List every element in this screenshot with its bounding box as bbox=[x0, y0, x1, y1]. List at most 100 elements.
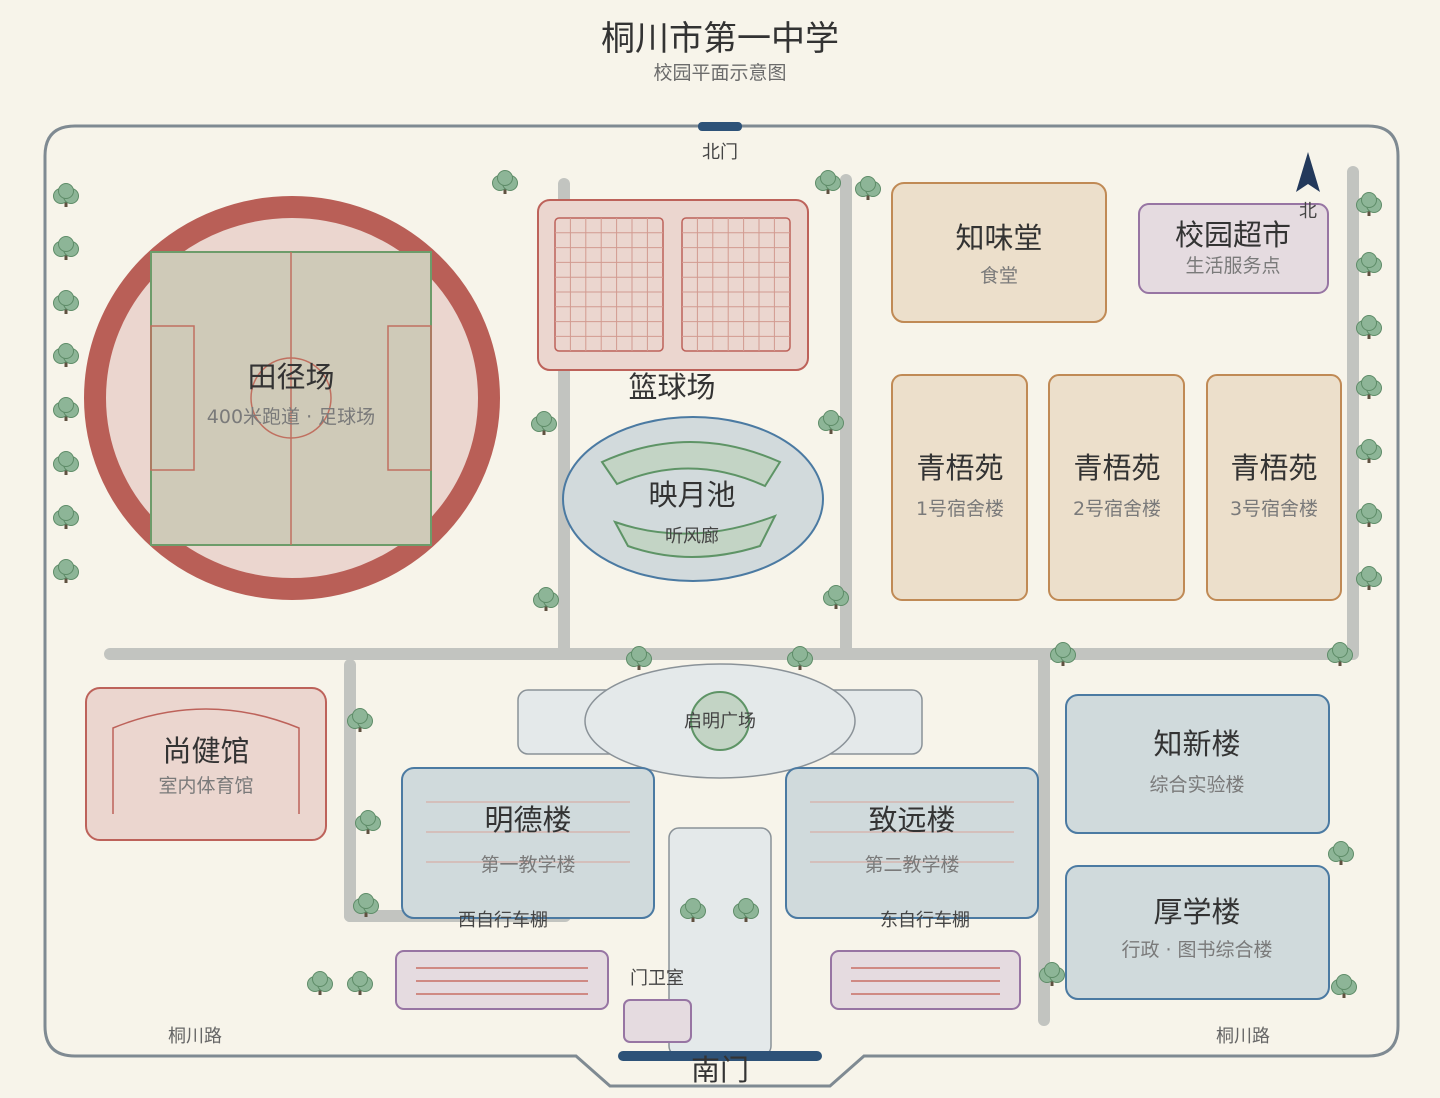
canteen[interactable]: 知味堂 食堂 bbox=[891, 182, 1107, 323]
south-gate[interactable] bbox=[618, 1051, 822, 1061]
tree-icon bbox=[347, 971, 373, 995]
gym-roof-line bbox=[112, 708, 300, 814]
map-title: 桐川市第一中学 bbox=[601, 19, 839, 59]
paths bbox=[104, 166, 1359, 1026]
houxue-building[interactable]: 厚学楼 行政 · 图书综合楼 bbox=[1065, 865, 1330, 1000]
tree-icon bbox=[818, 410, 844, 434]
mingde-desc: 第一教学楼 bbox=[480, 854, 575, 876]
pond-name: 映月池 bbox=[648, 478, 735, 512]
store-desc: 生活服务点 bbox=[1185, 255, 1280, 277]
south-gate-label: 南门 bbox=[691, 1053, 749, 1087]
map-subtitle: 校园平面示意图 bbox=[653, 62, 786, 84]
bike-west-label: 西自行车棚 bbox=[458, 910, 548, 931]
bike-shed-east[interactable]: 东自行车棚 bbox=[830, 910, 1021, 1010]
zhixin-name: 知新楼 bbox=[1153, 727, 1240, 761]
campus-store[interactable]: 校园超市 生活服务点 bbox=[1138, 203, 1329, 294]
mingde-name: 明德楼 bbox=[484, 803, 571, 837]
guard-room[interactable]: 门卫室 bbox=[623, 968, 692, 1043]
canteen-desc: 食堂 bbox=[980, 265, 1018, 287]
tree-icon bbox=[1331, 974, 1357, 998]
dorm-2-name: 青梧苑 bbox=[1073, 451, 1160, 485]
corridor-north bbox=[600, 441, 782, 488]
dorm-2-desc: 2号宿舍楼 bbox=[1073, 498, 1161, 520]
dorm-1[interactable]: 青梧苑 1号宿舍楼 bbox=[891, 374, 1028, 601]
houxue-desc: 行政 · 图书综合楼 bbox=[1121, 939, 1272, 961]
center-circle bbox=[250, 357, 332, 439]
canteen-name: 知味堂 bbox=[955, 221, 1042, 255]
basketball-court-1 bbox=[554, 217, 664, 352]
tree-icon bbox=[531, 411, 557, 435]
compass-label: 北 bbox=[1299, 201, 1317, 222]
tree-icon bbox=[1050, 642, 1076, 666]
north-arrow-icon bbox=[1296, 152, 1320, 192]
zhixin-desc: 综合实验楼 bbox=[1149, 774, 1244, 796]
tree-icon bbox=[53, 290, 79, 314]
tree-icon bbox=[53, 183, 79, 207]
bike-east-label: 东自行车棚 bbox=[880, 910, 970, 931]
track-desc: 400米跑道 · 足球场 bbox=[207, 406, 375, 428]
guard-room-label: 门卫室 bbox=[630, 968, 684, 989]
houxue-name: 厚学楼 bbox=[1153, 895, 1240, 929]
tree-icon bbox=[347, 708, 373, 732]
tree-icon bbox=[53, 397, 79, 421]
tree-icon bbox=[1328, 841, 1354, 865]
plaza[interactable]: 启明广场 bbox=[517, 663, 923, 779]
corridor-south bbox=[612, 514, 778, 558]
tree-icon bbox=[53, 451, 79, 475]
gymnasium[interactable]: 尚健馆 室内体育馆 bbox=[85, 687, 327, 841]
tree-icon bbox=[53, 343, 79, 367]
tree-icon bbox=[353, 893, 379, 917]
tree-icon bbox=[787, 646, 813, 670]
dorm-1-desc: 1号宿舍楼 bbox=[916, 498, 1004, 520]
gym-desc: 室内体育馆 bbox=[158, 775, 253, 797]
basketball-courts[interactable]: 篮球场 bbox=[537, 199, 809, 404]
tree-icon bbox=[680, 898, 706, 922]
compass: 北 bbox=[1296, 152, 1320, 222]
penalty-box-west bbox=[150, 325, 195, 471]
tree-icon bbox=[626, 646, 652, 670]
north-gate-label: 北门 bbox=[702, 142, 738, 163]
track-field[interactable]: 田径场 400米跑道 · 足球场 bbox=[84, 196, 500, 600]
tree-icon bbox=[815, 170, 841, 194]
dorm-1-name: 青梧苑 bbox=[916, 451, 1003, 485]
tree-icon bbox=[1356, 252, 1382, 276]
store-name: 校园超市 bbox=[1175, 218, 1291, 252]
pond-desc: 听风廊 bbox=[665, 526, 719, 547]
tree-icon bbox=[855, 176, 881, 200]
basketball-court-2 bbox=[681, 217, 791, 352]
tree-icon bbox=[1039, 962, 1065, 986]
tree-icon bbox=[355, 810, 381, 834]
zhiyuan-building[interactable]: 致远楼 第二教学楼 bbox=[785, 767, 1039, 919]
north-gate[interactable] bbox=[698, 122, 742, 131]
plaza-fountain bbox=[690, 691, 750, 751]
mingde-building[interactable]: 明德楼 第一教学楼 bbox=[401, 767, 655, 919]
gym-name: 尚健馆 bbox=[162, 734, 249, 768]
tree-icon bbox=[1356, 192, 1382, 216]
tree-icon bbox=[53, 559, 79, 583]
plaza-name: 启明广场 bbox=[684, 711, 756, 732]
tree-icon bbox=[1356, 315, 1382, 339]
tree-icon bbox=[823, 585, 849, 609]
dorm-3-desc: 3号宿舍楼 bbox=[1230, 498, 1318, 520]
bike-shed-west[interactable]: 西自行车棚 bbox=[395, 910, 609, 1010]
road-label-southeast: 桐川路 bbox=[1216, 1026, 1270, 1047]
tree-icon bbox=[492, 170, 518, 194]
tree-icon bbox=[733, 898, 759, 922]
tree-icon bbox=[1356, 566, 1382, 590]
zhixin-building[interactable]: 知新楼 综合实验楼 bbox=[1065, 694, 1330, 834]
tree-icon bbox=[1327, 642, 1353, 666]
tree-icon bbox=[53, 236, 79, 260]
dorm-2[interactable]: 青梧苑 2号宿舍楼 bbox=[1048, 374, 1185, 601]
dorm-3[interactable]: 青梧苑 3号宿舍楼 bbox=[1206, 374, 1342, 601]
zhiyuan-name: 致远楼 bbox=[868, 803, 955, 837]
tree-icon bbox=[533, 587, 559, 611]
tree-icon bbox=[1356, 503, 1382, 527]
track-name: 田径场 bbox=[247, 360, 334, 394]
moon-pond[interactable]: 映月池 听风廊 bbox=[562, 416, 824, 582]
tree-icon bbox=[307, 971, 333, 995]
trees bbox=[53, 170, 1382, 998]
basketball-name: 篮球场 bbox=[628, 370, 715, 404]
dorm-3-name: 青梧苑 bbox=[1230, 451, 1317, 485]
zhiyuan-desc: 第二教学楼 bbox=[864, 854, 959, 876]
